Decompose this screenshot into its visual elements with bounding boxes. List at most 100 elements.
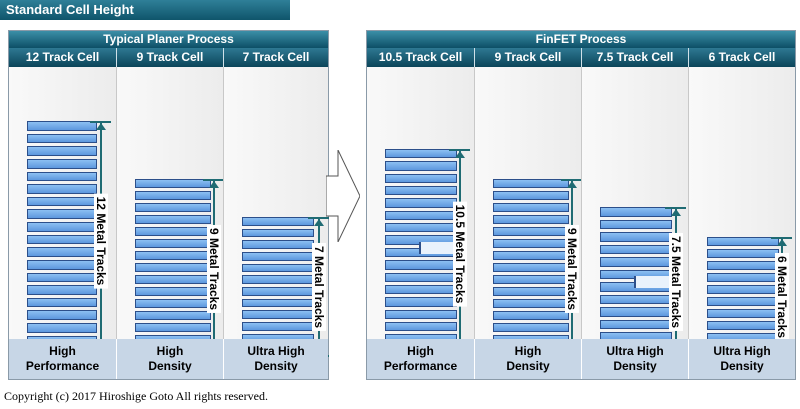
col-header-9-track: 9 Track Cell xyxy=(116,48,223,67)
metal-track xyxy=(135,179,211,188)
finfet-panel-header: FinFET Process xyxy=(367,31,795,48)
dimension-label-finfet-9-track: 9 Metal Tracks xyxy=(564,224,579,314)
footer-finfet-9-track-line2: Density xyxy=(506,359,550,373)
metal-track xyxy=(493,323,569,332)
metal-track xyxy=(27,247,97,257)
metal-track xyxy=(707,273,779,282)
metal-track xyxy=(707,237,779,246)
metal-track xyxy=(600,232,672,242)
metal-track xyxy=(242,287,314,296)
planar-panel-header: Typical Planer Process xyxy=(9,31,328,48)
metal-track xyxy=(385,223,457,233)
dimension-10-5-track: 10.5 Metal Tracks xyxy=(449,149,470,359)
metal-track xyxy=(242,228,314,238)
metal-track xyxy=(27,196,97,207)
finfet-panel: FinFET Process 10.5 Track Cell 9 Track C… xyxy=(366,30,796,380)
metal-track xyxy=(135,191,211,200)
cell-9-track xyxy=(135,179,211,359)
metal-track xyxy=(493,203,569,212)
metal-track xyxy=(600,319,672,329)
dimension-label-7-5-track: 7.5 Metal Tracks xyxy=(668,232,683,332)
metal-track xyxy=(385,186,457,196)
col-body-finfet-9-track: 9 Metal Tracks xyxy=(474,67,582,359)
metal-track xyxy=(27,209,97,220)
metal-track xyxy=(707,285,779,294)
metal-track xyxy=(27,121,97,131)
metal-track xyxy=(385,272,457,282)
dimension-7-5-track: 7.5 Metal Tracks xyxy=(665,207,686,357)
cell-7-5-track xyxy=(600,207,672,357)
metal-track xyxy=(135,215,211,224)
metal-track xyxy=(27,133,97,144)
footer-6-track-line1: Ultra High xyxy=(713,344,771,358)
metal-track xyxy=(242,275,314,284)
metal-track xyxy=(27,272,97,283)
dimension-7-track: 7 Metal Tracks xyxy=(308,217,329,357)
metal-track xyxy=(135,263,211,272)
cell-finfet-9-track xyxy=(493,179,569,359)
footer-10-5-track: High Performance xyxy=(367,339,474,379)
footer-7-5-track-line1: Ultra High xyxy=(606,344,664,358)
cell-7-track xyxy=(242,217,314,357)
col-body-7-5-track: 7.5 Metal Tracks xyxy=(581,67,688,357)
metal-track xyxy=(242,252,314,261)
footer-12-track: High Performance xyxy=(9,339,116,379)
metal-track xyxy=(493,179,569,188)
cell-6-track xyxy=(707,237,779,357)
footer-7-5-track-line2: Density xyxy=(613,359,657,373)
footer-9-track-line1: High xyxy=(156,344,184,358)
col-header-12-track: 12 Track Cell xyxy=(9,48,116,67)
metal-track xyxy=(600,219,672,229)
metal-track xyxy=(385,173,457,184)
metal-track xyxy=(385,161,457,171)
metal-track xyxy=(707,249,779,258)
metal-track xyxy=(385,198,457,208)
footer-12-track-line1: High xyxy=(49,344,76,358)
metal-track xyxy=(493,311,569,320)
dimension-finfet-9-track: 9 Metal Tracks xyxy=(561,179,582,359)
metal-track xyxy=(27,297,97,308)
dimension-12-track: 12 Metal Tracks xyxy=(90,121,111,361)
col-body-7-track: 7 Metal Tracks xyxy=(223,67,329,357)
transition-arrow-icon xyxy=(326,150,360,242)
step-notch xyxy=(634,275,672,289)
planar-panel: Typical Planer Process 12 Track Cell 9 T… xyxy=(8,30,329,380)
metal-track xyxy=(27,310,97,321)
cell-12-track xyxy=(27,121,97,361)
metal-track xyxy=(385,210,457,221)
metal-track xyxy=(493,239,569,248)
metal-track xyxy=(385,297,457,307)
metal-track xyxy=(385,321,457,332)
metal-track xyxy=(27,285,97,295)
metal-track xyxy=(493,227,569,236)
footer-7-track: Ultra High Density xyxy=(223,339,328,379)
footer-12-track-line2: Performance xyxy=(25,359,100,373)
metal-track xyxy=(493,191,569,200)
metal-track xyxy=(27,184,97,194)
metal-track xyxy=(493,215,569,224)
metal-track xyxy=(135,203,211,212)
metal-track xyxy=(27,158,97,169)
dimension-label-9-track: 9 Metal Tracks xyxy=(206,224,221,314)
dimension-label-12-track: 12 Metal Tracks xyxy=(93,193,108,289)
col-body-9-track: 9 Metal Tracks xyxy=(116,67,224,359)
metal-track xyxy=(135,227,211,236)
col-header-7-track: 7 Track Cell xyxy=(223,48,328,67)
footer-9-track: High Density xyxy=(116,339,223,379)
metal-track xyxy=(493,251,569,260)
metal-track xyxy=(242,263,314,273)
metal-track xyxy=(385,149,457,159)
footer-7-5-track: Ultra High Density xyxy=(581,339,688,379)
col-body-10-5-track: 10.5 Metal Tracks xyxy=(367,67,474,359)
metal-track xyxy=(135,275,211,284)
metal-track xyxy=(242,322,314,331)
metal-track xyxy=(242,240,314,249)
metal-track xyxy=(600,207,672,217)
footer-7-track-line2: Density xyxy=(254,359,298,373)
footer-finfet-9-track-line1: High xyxy=(514,344,542,358)
metal-track xyxy=(707,261,779,270)
metal-track xyxy=(493,263,569,272)
metal-track xyxy=(600,307,672,317)
step-notch xyxy=(419,241,457,254)
metal-track xyxy=(27,222,97,232)
